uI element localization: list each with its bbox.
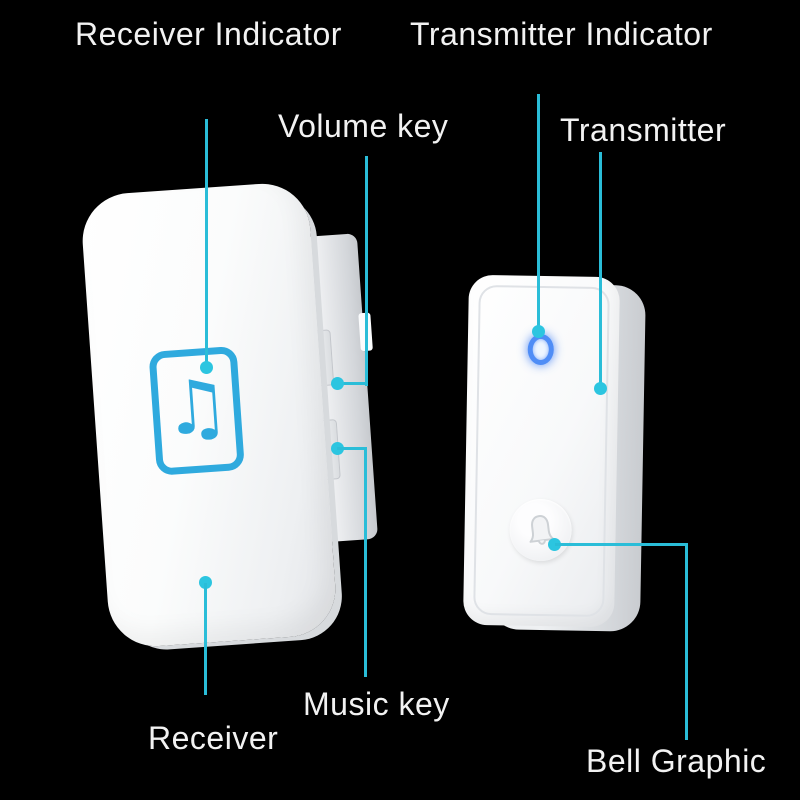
callout-line-bell-graphic-horizontal	[555, 543, 688, 546]
callout-dot-bell-graphic	[548, 538, 561, 551]
callout-line-transmitter-indicator	[537, 94, 540, 332]
label-receiver-indicator: Receiver Indicator	[75, 16, 342, 52]
label-volume-key: Volume key	[278, 108, 449, 144]
callout-dot-receiver	[199, 576, 212, 589]
callout-line-music-key-horizontal	[337, 447, 367, 450]
label-transmitter-indicator: Transmitter Indicator	[410, 16, 713, 52]
callout-dot-transmitter-indicator	[532, 325, 545, 338]
callout-line-receiver-indicator	[205, 119, 208, 367]
music-badge: ♫	[148, 345, 245, 476]
label-bell-graphic: Bell Graphic	[586, 743, 767, 779]
callout-line-receiver	[204, 583, 207, 695]
label-transmitter: Transmitter	[560, 112, 727, 148]
callout-dot-transmitter	[594, 382, 607, 395]
label-music-key: Music key	[303, 686, 450, 722]
bell-icon	[529, 515, 555, 545]
transmitter-device	[462, 274, 646, 632]
callout-line-volume-key-horizontal	[337, 382, 367, 385]
label-receiver: Receiver	[148, 720, 279, 756]
callout-line-volume-key-vertical	[365, 156, 368, 386]
bell-button	[509, 498, 573, 562]
callout-dot-receiver-indicator	[200, 361, 213, 374]
callout-line-transmitter	[599, 152, 602, 389]
music-note-icon: ♫	[160, 362, 233, 454]
callout-line-bell-graphic-vertical	[685, 543, 688, 740]
callout-dot-volume-key	[331, 377, 344, 390]
callout-line-music-key-vertical	[364, 447, 367, 677]
